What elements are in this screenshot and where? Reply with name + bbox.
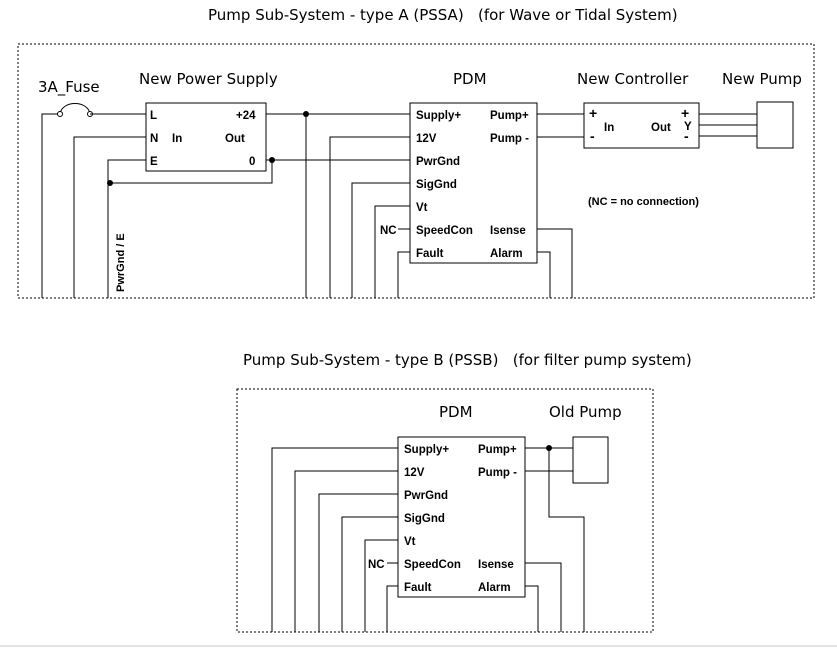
ps-in-label: In (172, 133, 182, 145)
pssb-pdm-12v: 12V (404, 467, 425, 479)
pssb-pdm-speedcon: SpeedCon (404, 559, 461, 571)
junction-dot (269, 157, 275, 163)
controller-title: New Controller (577, 70, 689, 88)
wire-alarm (537, 251, 551, 298)
pssa-pdm-speedcon: SpeedCon (416, 225, 473, 237)
wire-b-12v (294, 470, 398, 632)
wire-b-pwrgnd (318, 493, 398, 632)
pssb-pdm-alarm: Alarm (478, 582, 511, 594)
wire-b-pump-plus-down (548, 448, 585, 632)
controller-out-plus: + (681, 105, 689, 121)
controller-out-minus: - (684, 128, 689, 144)
pssb-pdm-pwrgnd: PwrGnd (404, 490, 448, 502)
power-supply-title: New Power Supply (139, 70, 278, 88)
nc-note: (NC = no connection) (588, 196, 699, 208)
ps-pin-n: N (150, 133, 158, 145)
junction-dot (107, 180, 113, 186)
wire-fault (397, 251, 410, 298)
ps-pin-l: L (150, 110, 157, 122)
ps-pin-zero: 0 (249, 156, 255, 168)
wire-b-alarm (525, 585, 539, 632)
controller-in-minus: - (590, 128, 595, 144)
pssa-title: Pump Sub-System - type A (PSSA) (for Wav… (208, 6, 678, 24)
wire-siggnd (351, 182, 410, 298)
old-pump-title: Old Pump (549, 403, 622, 421)
wire-isense (537, 228, 573, 298)
wire-neutral (73, 136, 146, 298)
pssa-pdm-siggnd: SigGnd (416, 179, 457, 191)
wire-b-fault (386, 585, 398, 632)
pssb-pdm-box (397, 436, 526, 598)
pwrgnd-e-label: PwrGnd / E (115, 233, 127, 292)
wire-vt (374, 205, 410, 298)
pssb-pdm-title: PDM (439, 403, 473, 421)
controller-out-label: Out (651, 122, 671, 134)
pssa-pdm-isense: Isense (490, 225, 526, 237)
controller-in-label: In (604, 122, 614, 134)
pssb-frame (236, 388, 654, 633)
pssb-pdm-vt: Vt (404, 536, 416, 548)
controller-box (583, 102, 700, 149)
pssa-pdm-supply: Supply+ (416, 110, 461, 122)
pssa-pdm-pumpminus: Pump - (490, 133, 529, 145)
new-pump-box (756, 101, 794, 149)
pssa-pdm-vt: Vt (416, 202, 428, 214)
pssb-pdm-fault: Fault (404, 582, 432, 594)
pssb-title: Pump Sub-System - type B (PSSB) (for fil… (243, 351, 692, 369)
controller-out-y: Y (684, 121, 692, 133)
new-pump-title: New Pump (722, 70, 802, 88)
pssa-nc-label: NC (380, 225, 397, 237)
fuse-label: 3A_Fuse (38, 78, 100, 97)
fuse-symbol (41, 103, 146, 298)
pssb-pdm-isense: Isense (478, 559, 514, 571)
old-pump-box (572, 436, 609, 484)
pssb-pdm-supply: Supply+ (404, 444, 449, 456)
pssb-pdm-siggnd: SigGnd (404, 513, 445, 525)
wire-b-isense (525, 562, 562, 632)
pssa-pdm-box (409, 102, 538, 264)
controller-in-plus: + (589, 105, 597, 121)
wire-12v (329, 136, 410, 298)
ps-pin-plus24: +24 (236, 110, 256, 122)
power-supply-box (145, 102, 267, 172)
pssa-frame (17, 43, 815, 299)
ps-out-label: Out (225, 133, 245, 145)
pssa-pdm-pwrgnd: PwrGnd (416, 156, 460, 168)
wire-b-supply (271, 447, 398, 632)
pssa-pdm-12v: 12V (416, 133, 437, 145)
pssa-pdm-alarm: Alarm (490, 248, 523, 260)
ps-pin-e: E (150, 156, 158, 168)
wire-e-to-zero (110, 160, 273, 184)
pssa-pdm-pumpplus: Pump+ (490, 110, 529, 122)
wire-b-vt (364, 539, 398, 632)
wire-earth (107, 159, 146, 298)
pssb-nc-label: NC (368, 559, 385, 571)
pssa-pdm-fault: Fault (416, 248, 444, 260)
wire-b-siggnd (341, 516, 398, 632)
pssb-pdm-pumpplus: Pump+ (478, 444, 517, 456)
pssa-pdm-title: PDM (453, 70, 487, 88)
pssb-pdm-pumpminus: Pump - (478, 467, 517, 479)
